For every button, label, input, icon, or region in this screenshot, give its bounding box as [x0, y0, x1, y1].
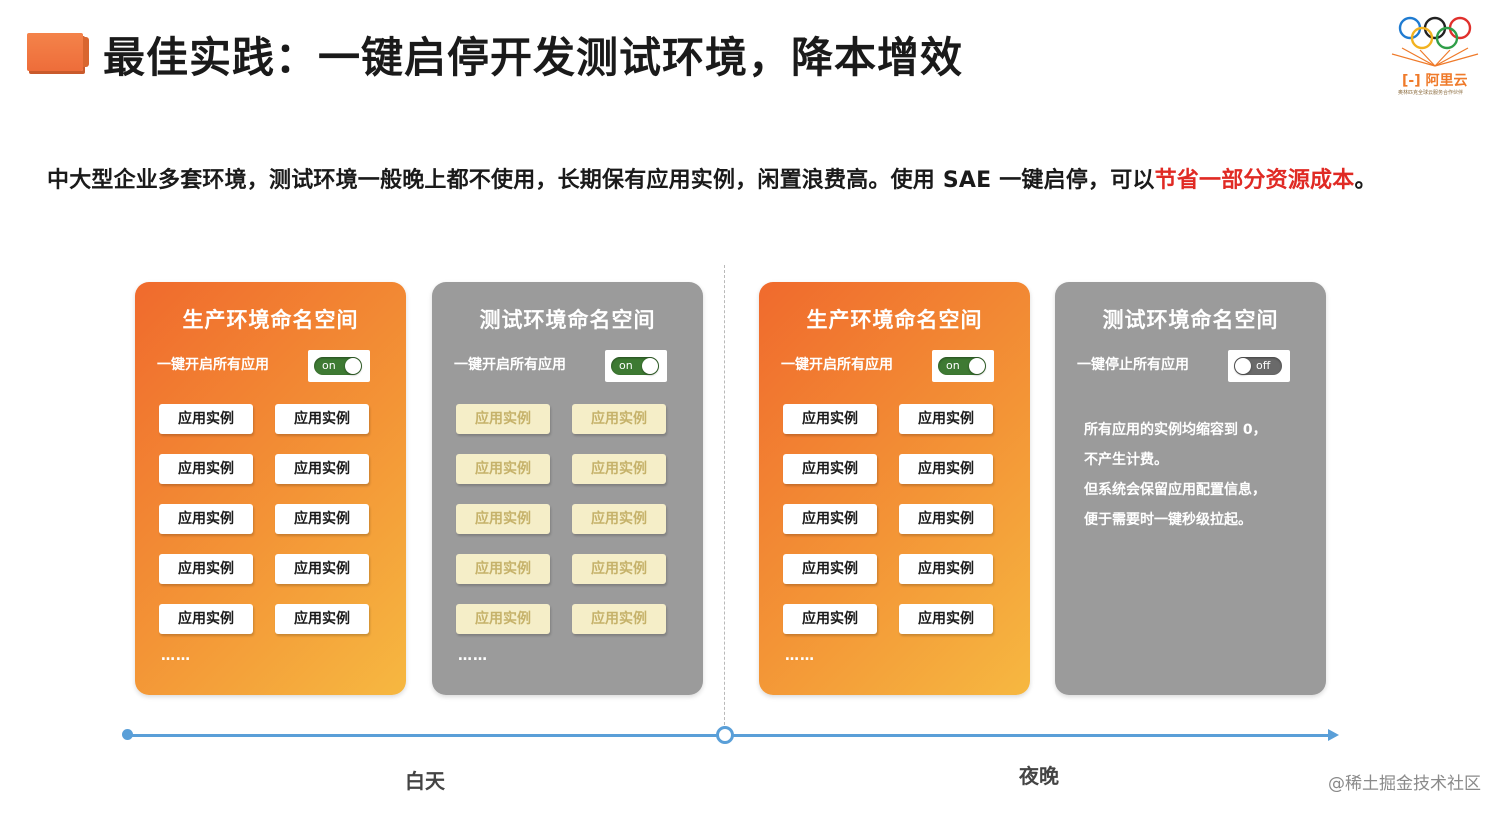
app-instance: 应用实例 [275, 554, 369, 584]
switch-label: 一键开启所有应用 [781, 357, 893, 373]
panel-night-production: 生产环境命名空间 一键开启所有应用 on 应用实例 应用实例 应用实例 应用实例… [759, 282, 1030, 695]
start-all-toggle[interactable]: on [314, 357, 362, 375]
app-instance: 应用实例 [159, 604, 253, 634]
night-label: 夜晚 [1019, 764, 1059, 788]
app-instance: 应用实例 [899, 504, 993, 534]
app-instance: 应用实例 [456, 404, 550, 434]
scale-to-zero-description: 所有应用的实例均缩容到 0， 不产生计费。 但系统会保留应用配置信息， 便于需要… [1084, 422, 1267, 528]
instance-grid: 应用实例 应用实例 应用实例 应用实例 应用实例 应用实例 应用实例 应用实例 … [783, 404, 1007, 634]
aliyun-logo: [-] 阿里云 [1402, 73, 1468, 89]
app-instance: 应用实例 [899, 554, 993, 584]
toggle-knob-icon [1235, 358, 1251, 374]
toggle-state: off [1256, 359, 1271, 372]
aliyun-bracket-icon: [-] [1402, 73, 1421, 89]
more-ellipsis: …… [458, 648, 488, 664]
start-all-toggle[interactable]: on [938, 357, 986, 375]
switch-label: 一键停止所有应用 [1077, 357, 1189, 373]
app-instance: 应用实例 [572, 554, 666, 584]
app-instance: 应用实例 [572, 454, 666, 484]
olympic-rings-logo-icon [1391, 16, 1479, 67]
app-instance: 应用实例 [275, 604, 369, 634]
stop-all-toggle[interactable]: off [1234, 357, 1282, 375]
panel-title: 生产环境命名空间 [182, 308, 359, 332]
watermark: @稀土掘金技术社区 [1328, 774, 1481, 794]
app-instance: 应用实例 [456, 604, 550, 634]
day-night-divider [724, 265, 725, 730]
instance-grid: 应用实例 应用实例 应用实例 应用实例 应用实例 应用实例 应用实例 应用实例 … [456, 404, 680, 634]
app-instance: 应用实例 [275, 404, 369, 434]
page-title: 最佳实践：一键启停开发测试环境，降本增效 [103, 33, 964, 82]
app-instance: 应用实例 [159, 454, 253, 484]
toggle-state: on [322, 359, 336, 372]
subtitle-highlight: 节省一部分资源成本 [1154, 168, 1355, 193]
app-instance: 应用实例 [572, 604, 666, 634]
more-ellipsis: …… [161, 648, 191, 664]
toggle-box: on [932, 350, 994, 382]
toggle-knob-icon [345, 358, 361, 374]
app-instance: 应用实例 [783, 604, 877, 634]
app-instance: 应用实例 [783, 404, 877, 434]
panel-title: 测试环境命名空间 [479, 308, 656, 332]
app-instance: 应用实例 [783, 454, 877, 484]
title-flag-icon [27, 33, 89, 71]
app-instance: 应用实例 [572, 404, 666, 434]
timeline-arrow-icon [1328, 729, 1339, 741]
subtitle: 中大型企业多套环境，测试环境一般晚上都不使用，长期保有应用实例，闲置浪费高。使用… [47, 168, 1377, 193]
toggle-state: on [619, 359, 633, 372]
panel-title: 测试环境命名空间 [1102, 308, 1279, 332]
app-instance: 应用实例 [456, 504, 550, 534]
app-instance: 应用实例 [783, 504, 877, 534]
timeline-mid-marker-icon [716, 726, 734, 744]
app-instance: 应用实例 [783, 554, 877, 584]
panel-title: 生产环境命名空间 [806, 308, 983, 332]
app-instance: 应用实例 [159, 554, 253, 584]
start-all-toggle[interactable]: on [611, 357, 659, 375]
toggle-knob-icon [969, 358, 985, 374]
app-instance: 应用实例 [899, 604, 993, 634]
switch-label: 一键开启所有应用 [157, 357, 269, 373]
toggle-state: on [946, 359, 960, 372]
logo-subtext: 奥林匹克全球云服务合作伙伴 [1398, 90, 1464, 96]
app-instance: 应用实例 [275, 504, 369, 534]
app-instance: 应用实例 [456, 554, 550, 584]
more-ellipsis: …… [785, 648, 815, 664]
app-instance: 应用实例 [899, 454, 993, 484]
toggle-box: on [605, 350, 667, 382]
toggle-box: off [1228, 350, 1290, 382]
switch-label: 一键开启所有应用 [454, 357, 566, 373]
panel-night-test: 测试环境命名空间 一键停止所有应用 off 所有应用的实例均缩容到 0， 不产生… [1055, 282, 1326, 695]
app-instance: 应用实例 [159, 504, 253, 534]
app-instance: 应用实例 [275, 454, 369, 484]
timeline-start-dot-icon [122, 729, 133, 740]
panel-day-test: 测试环境命名空间 一键开启所有应用 on 应用实例 应用实例 应用实例 应用实例… [432, 282, 703, 695]
toggle-knob-icon [642, 358, 658, 374]
app-instance: 应用实例 [899, 404, 993, 434]
app-instance: 应用实例 [159, 404, 253, 434]
instance-grid: 应用实例 应用实例 应用实例 应用实例 应用实例 应用实例 应用实例 应用实例 … [159, 404, 383, 634]
panel-day-production: 生产环境命名空间 一键开启所有应用 on 应用实例 应用实例 应用实例 应用实例… [135, 282, 406, 695]
toggle-box: on [308, 350, 370, 382]
day-label: 白天 [405, 769, 445, 793]
app-instance: 应用实例 [456, 454, 550, 484]
app-instance: 应用实例 [572, 504, 666, 534]
